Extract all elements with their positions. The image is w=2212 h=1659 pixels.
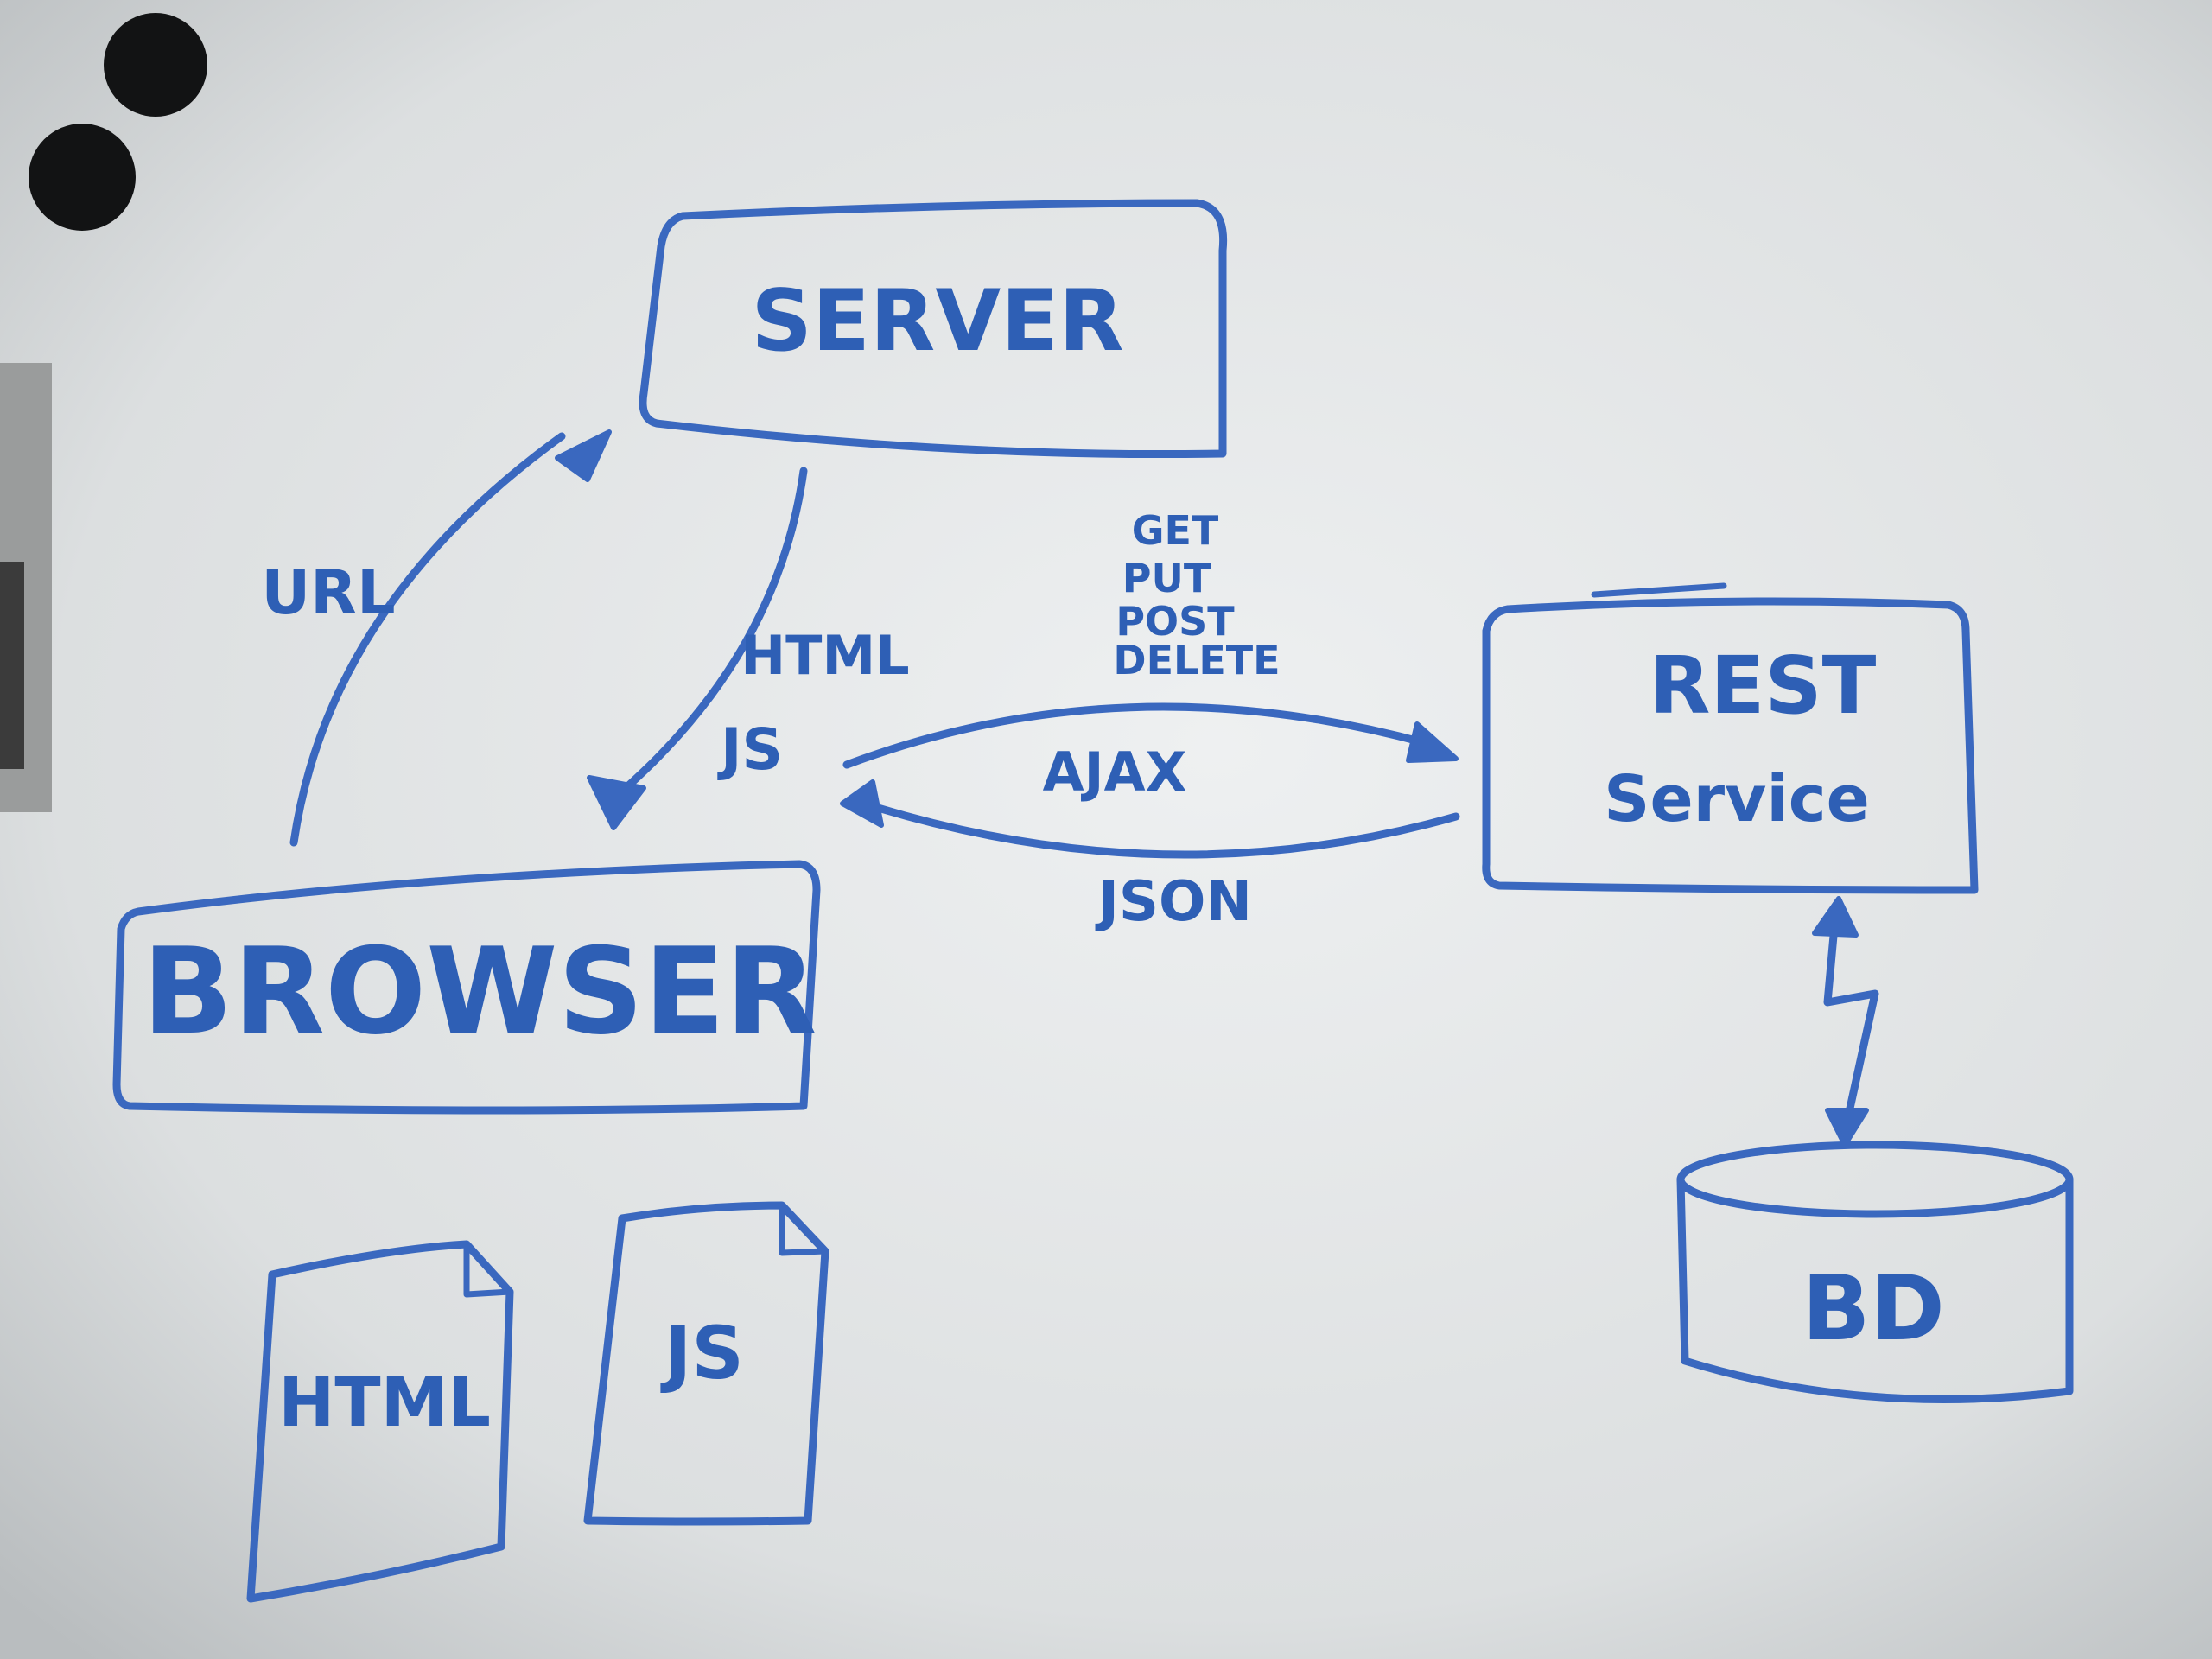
rest-label: REST bbox=[1649, 639, 1877, 732]
ajax-label: AJAX bbox=[1043, 741, 1187, 804]
http-method-get: GET bbox=[1132, 507, 1219, 554]
url-arrow: URL bbox=[261, 429, 612, 847]
server-label: SERVER bbox=[751, 272, 1123, 371]
rest-db-arrow bbox=[1812, 896, 1879, 1147]
json-arrow: JSON bbox=[840, 779, 1460, 934]
browser-label: BROWSER bbox=[143, 922, 817, 1061]
html-file-icon: HTML bbox=[246, 1240, 514, 1603]
html-js-label-html: HTML bbox=[741, 624, 909, 687]
json-label: JSON bbox=[1095, 870, 1252, 934]
html-file-label: HTML bbox=[278, 1364, 491, 1442]
board-frame-edge bbox=[0, 562, 24, 769]
http-method-post: POST bbox=[1116, 598, 1235, 645]
database-node: BD bbox=[1676, 1141, 2074, 1403]
service-label: Service bbox=[1604, 762, 1870, 836]
html-js-label-js: JS bbox=[717, 716, 783, 783]
js-file-icon: JS bbox=[583, 1201, 830, 1526]
browser-node: BROWSER bbox=[112, 860, 821, 1115]
database-label: BD bbox=[1802, 1255, 1945, 1361]
http-method-delete: DELETE bbox=[1113, 637, 1280, 683]
server-node: SERVER bbox=[639, 199, 1228, 459]
http-method-put: PUT bbox=[1122, 555, 1211, 601]
ajax-arrow: AJAX GET PUT POST DELETE bbox=[842, 507, 1459, 804]
js-file-label: JS bbox=[660, 1311, 744, 1395]
html-js-arrow: HTML JS bbox=[587, 467, 910, 830]
magnet bbox=[29, 124, 136, 231]
rest-service-node: REST Service bbox=[1482, 582, 1979, 894]
url-label: URL bbox=[261, 557, 395, 628]
magnet bbox=[104, 13, 207, 117]
